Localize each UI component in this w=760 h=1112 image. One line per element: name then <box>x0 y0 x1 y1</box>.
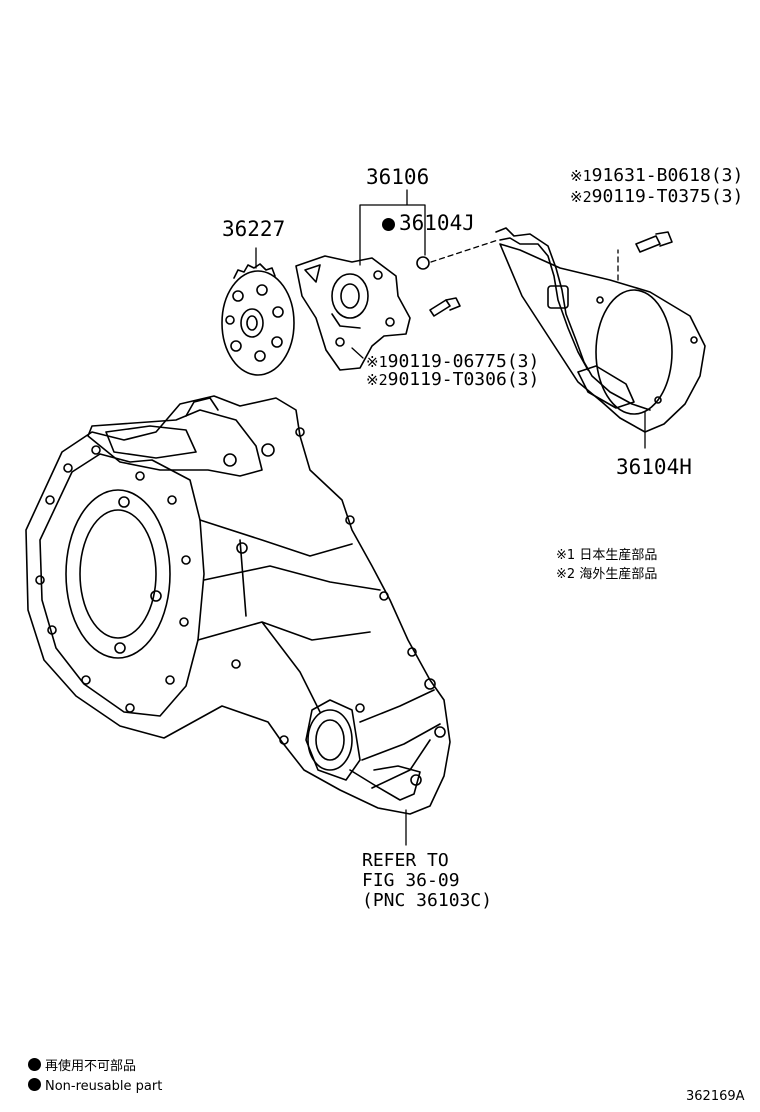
non-reusable-dot-icon <box>382 218 395 231</box>
ref-mark-1: ※1 <box>366 353 388 371</box>
refer-line-1[interactable]: REFER TO <box>362 850 449 871</box>
callout-bolt-right-1-text: 91631-B0618(3) <box>591 165 744 186</box>
legend-jp-text: 再使用不可部品 <box>45 1059 137 1074</box>
legend-en-text: Non-reusable part <box>45 1079 163 1094</box>
ref-mark-2: ※2 <box>570 188 592 206</box>
callout-bolt-middle-2[interactable]: ※290119-T0306(3) <box>366 370 539 390</box>
callout-bolt-middle-1[interactable]: ※190119-06775(3) <box>366 352 539 372</box>
callout-bolt-middle-2-text: 90119-T0306(3) <box>387 369 540 390</box>
callout-36104J-text: 36104J <box>399 211 475 235</box>
ref-mark-1: ※1 <box>570 167 592 185</box>
leader-lines <box>255 189 646 846</box>
bolt-right-drawing <box>635 231 673 253</box>
figure-id: 362169A <box>686 1089 745 1104</box>
callout-bolt-right-2-text: 90119-T0375(3) <box>591 186 744 207</box>
cover-36104H-drawing <box>495 227 706 433</box>
note-domestic: ※1 日本生産部品 <box>556 548 657 564</box>
note-overseas-mark: ※2 <box>556 567 576 582</box>
note-overseas-text: 海外生産部品 <box>579 567 658 582</box>
ref-mark-2: ※2 <box>366 371 388 389</box>
refer-line-2[interactable]: FIG 36-09 <box>362 870 460 891</box>
note-domestic-mark: ※1 <box>556 548 576 563</box>
gear-36227-drawing <box>221 263 295 376</box>
non-reusable-dot-icon <box>28 1058 41 1071</box>
callout-36227[interactable]: 36227 <box>222 217 286 241</box>
pump-36106-drawing <box>295 255 430 371</box>
housing-drawing <box>25 395 451 815</box>
callout-bolt-right-1[interactable]: ※191631-B0618(3) <box>570 166 743 186</box>
note-domestic-text: 日本生産部品 <box>579 548 658 563</box>
legend-en: Non-reusable part <box>28 1078 162 1095</box>
callout-36104J[interactable]: 36104J <box>382 212 475 234</box>
non-reusable-dot-icon <box>28 1078 41 1091</box>
callout-36104H[interactable]: 36104H <box>616 455 692 479</box>
callout-bolt-middle-1-text: 90119-06775(3) <box>387 351 540 372</box>
bolt-middle-drawing <box>429 297 461 317</box>
legend-jp: 再使用不可部品 <box>28 1058 136 1075</box>
refer-line-3[interactable]: (PNC 36103C) <box>362 890 493 911</box>
callout-bolt-right-2[interactable]: ※290119-T0375(3) <box>570 187 743 207</box>
note-overseas: ※2 海外生産部品 <box>556 567 657 583</box>
callout-36106[interactable]: 36106 <box>366 165 430 189</box>
